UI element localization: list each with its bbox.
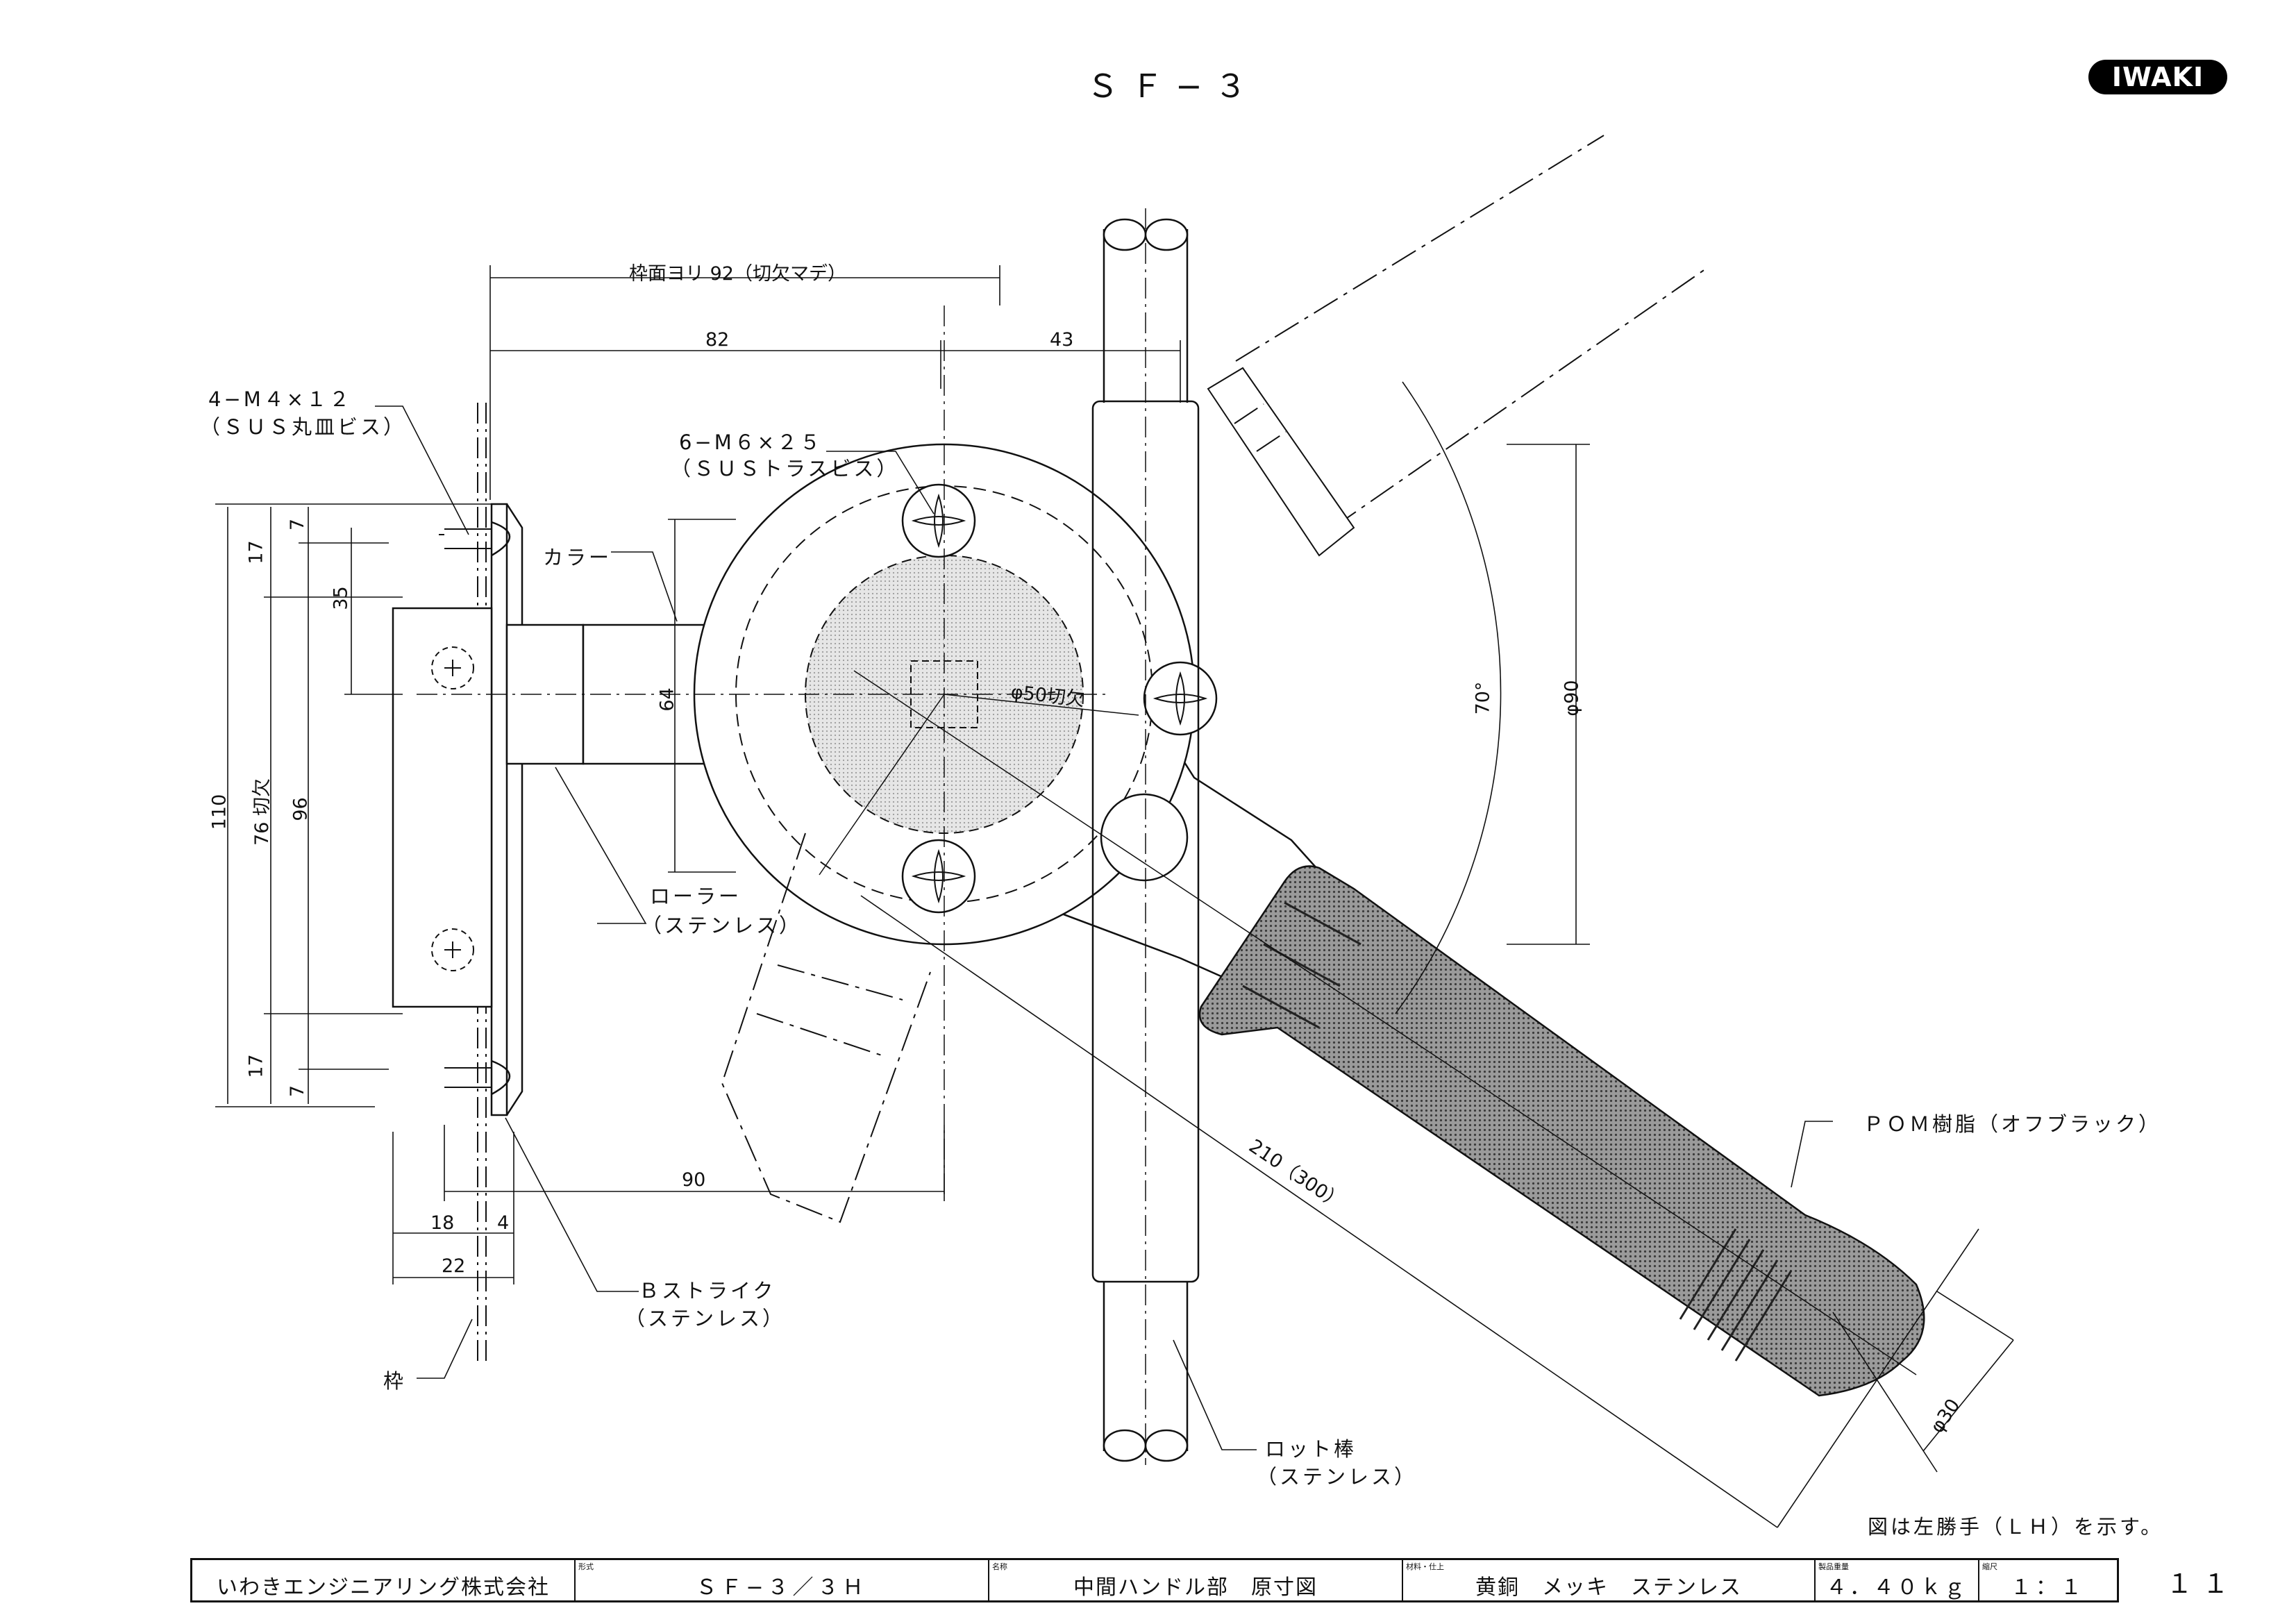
dim-43: 43 (1050, 329, 1074, 351)
title-block: いわきエンジニアリング株式会社 形式 ＳＦ−３／３Ｈ 名称 中間ハンドル部 原寸… (190, 1558, 2119, 1602)
phantom-handle-upper (1207, 135, 1709, 557)
truss-screw-bottom-icon (901, 839, 976, 914)
dim-82: 82 (705, 329, 730, 351)
iwaki-logo: IWAKI (2088, 60, 2227, 94)
name-value: 中間ハンドル部 原寸図 (1073, 1575, 1318, 1600)
label-roller-material: （ステンレス） (642, 914, 803, 937)
label-b-strike-material: （ステンレス） (625, 1307, 786, 1330)
title-block-model: 形式 ＳＦ−３／３Ｈ (574, 1560, 988, 1600)
lock-rod (1091, 208, 1200, 1465)
drawing-title: ＳＦ−３ (1087, 67, 1259, 105)
b-strike-bevel (505, 503, 523, 1116)
label-frame-screws: 4−M４×１２ (208, 387, 353, 411)
model-caption: 形式 (578, 1562, 594, 1571)
label-rod-material: （ステンレス） (1257, 1465, 1418, 1489)
truss-screw-top-icon (901, 483, 976, 558)
dim-35: 35 (330, 586, 352, 610)
dim-76-cutout: 76 切欠 (251, 778, 273, 846)
dim-110: 110 (208, 794, 231, 830)
label-grip: ＰＯＭ樹脂（オフブラック） (1863, 1112, 2162, 1136)
title-block-weight: 製品重量 ４．４０ｋｇ (1814, 1560, 1978, 1600)
scale-value: １：１ (2011, 1575, 2086, 1600)
frame-screw-top (439, 521, 511, 557)
title-block-name: 名称 中間ハンドル部 原寸図 (988, 1560, 1402, 1600)
dim-angle-70: 70° (1472, 681, 1494, 715)
label-truss-screws: 6−M６×２５ (679, 430, 823, 454)
label-truss-screws-spec: （ＳＵＳトラスビス） (671, 457, 900, 480)
label-b-strike: Ｂストライク (639, 1279, 776, 1303)
label-roller: ローラー (650, 885, 742, 908)
dim-17-bottom: 17 (245, 1054, 267, 1078)
dim-22: 22 (442, 1255, 466, 1277)
strike-screw-hidden (431, 928, 474, 971)
scale-caption: 縮尺 (1982, 1562, 1997, 1571)
frame-screw-bottom (444, 1060, 511, 1096)
label-collar: カラー (543, 546, 612, 569)
dim-90-horizontal: 90 (682, 1169, 706, 1191)
company-name: いわきエンジニアリング株式会社 (217, 1575, 550, 1600)
dim-18: 18 (430, 1212, 455, 1234)
b-strike-plate (490, 503, 508, 1116)
title-block-scale: 縮尺 １：１ (1978, 1560, 2117, 1600)
phantom-handle-lower (721, 832, 931, 1223)
dim-from-frame: 枠面ヨリ 92（切欠マデ） (629, 263, 846, 285)
title-block-material: 材料・仕上 黄銅 メッキ ステンレス (1402, 1560, 1814, 1600)
label-frame: 枠 (383, 1369, 407, 1393)
material-caption: 材料・仕上 (1406, 1562, 1444, 1571)
dim-64: 64 (656, 687, 678, 712)
dim-7-top: 7 (287, 518, 309, 531)
drawing-note: 図は左勝手（ＬＨ）を示す。 (1868, 1515, 2164, 1539)
rod-hole (1100, 793, 1189, 882)
strike-box (392, 607, 493, 1008)
label-rod: ロット棒 (1265, 1437, 1357, 1461)
name-caption: 名称 (992, 1562, 1007, 1571)
weight-value: ４．４０ｋｇ (1826, 1575, 1968, 1600)
dim-96: 96 (290, 797, 312, 821)
dim-4: 4 (497, 1212, 510, 1234)
pom-grip (1198, 865, 1925, 1397)
model-value: ＳＦ−３／３Ｈ (696, 1575, 868, 1600)
dim-7-bottom: 7 (287, 1085, 309, 1098)
weight-caption: 製品重量 (1818, 1562, 1849, 1571)
material-value: 黄銅 メッキ ステンレス (1475, 1575, 1742, 1600)
strike-screw-hidden (431, 646, 474, 689)
label-frame-screws-spec: （ＳＵＳ丸皿ビス） (200, 415, 407, 439)
dim-17-top: 17 (245, 540, 267, 564)
title-block-company: いわきエンジニアリング株式会社 (192, 1560, 574, 1600)
truss-screw-right-icon (1143, 661, 1218, 736)
page-number: １１ (2166, 1568, 2239, 1599)
dim-phi90: φ90 (1561, 680, 1583, 717)
